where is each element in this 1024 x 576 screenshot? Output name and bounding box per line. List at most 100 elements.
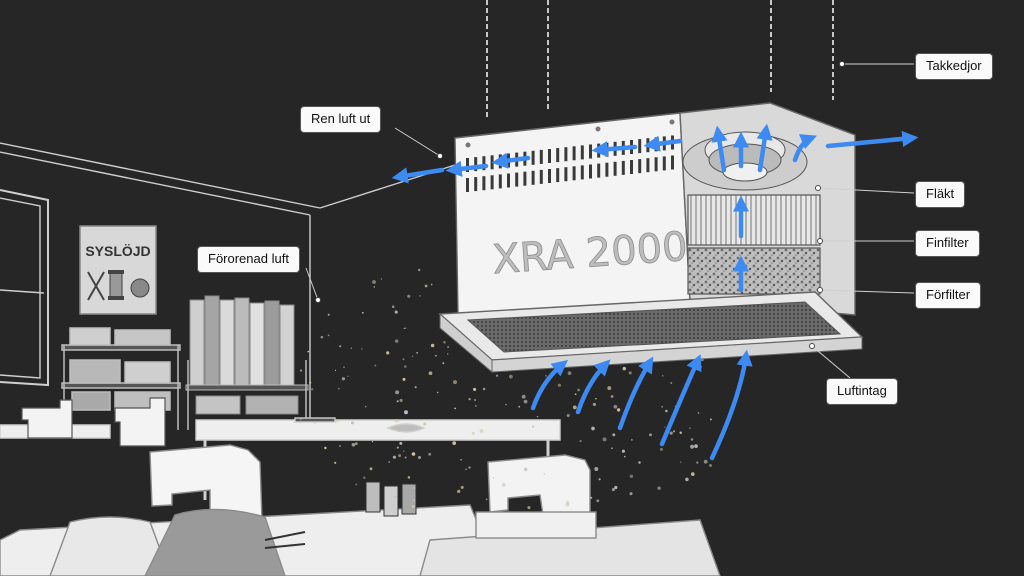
particle: [680, 461, 682, 463]
particle: [669, 431, 673, 435]
particle: [709, 418, 712, 421]
scissors-icon: [87, 271, 105, 301]
vent-slot: [613, 161, 617, 176]
particle: [412, 499, 416, 502]
vent-slot: [597, 163, 601, 178]
particle: [690, 444, 695, 449]
particle: [414, 386, 417, 389]
particle: [436, 391, 439, 394]
particle: [566, 500, 570, 504]
label-polluted-air: Förorenad luft: [197, 246, 300, 273]
particle: [699, 365, 702, 369]
particle: [703, 459, 708, 464]
particle: [423, 509, 425, 511]
particle: [402, 377, 406, 381]
particle: [435, 354, 437, 357]
back-sewing-machines: [21, 397, 166, 447]
particle: [388, 461, 390, 463]
vent-slot: [507, 173, 510, 188]
particle: [574, 393, 577, 396]
particle: [685, 477, 689, 482]
particle: [363, 476, 366, 479]
particle: [479, 428, 484, 433]
particle: [621, 449, 625, 453]
thread-spool-icon: [108, 270, 124, 300]
vent-slot: [654, 157, 658, 172]
particle: [395, 390, 400, 395]
particle: [697, 412, 700, 414]
particle: [391, 305, 395, 309]
particle: [320, 335, 324, 339]
vent-slot: [564, 167, 568, 182]
particle: [361, 348, 363, 350]
leader-lines: [305, 63, 915, 379]
particle: [310, 388, 314, 391]
particle: [347, 375, 349, 377]
particle: [689, 427, 691, 429]
syslojd-sign: SYSLÖJD: [79, 225, 157, 315]
vent-slot: [490, 155, 494, 170]
particle: [592, 402, 596, 406]
particle: [396, 446, 399, 449]
vent-slot: [548, 149, 551, 163]
vent-slot: [638, 139, 642, 154]
vent-slot: [548, 169, 551, 183]
particle: [565, 502, 570, 507]
vent-slot: [630, 160, 633, 174]
particle: [594, 467, 599, 471]
particle: [411, 504, 415, 509]
particle: [696, 461, 699, 464]
particle: [638, 461, 641, 464]
particle: [335, 419, 340, 423]
particle: [419, 295, 421, 297]
particle: [629, 474, 634, 479]
vent-slot: [498, 174, 502, 189]
fabric-rolls: [185, 295, 309, 430]
particle: [394, 495, 397, 498]
particle: [694, 444, 698, 448]
airflow-arrows: [391, 123, 919, 461]
particle: [612, 433, 616, 437]
particle: [523, 467, 528, 472]
particle: [404, 410, 408, 415]
particle: [457, 489, 461, 494]
particle: [567, 371, 572, 375]
sign-text: SYSLÖJD: [85, 243, 150, 259]
particle: [442, 362, 445, 365]
particle: [473, 387, 477, 391]
particle: [690, 438, 694, 441]
particle: [659, 447, 663, 451]
vent-slot: [589, 164, 592, 179]
particle: [351, 443, 356, 447]
particle: [417, 455, 422, 460]
particle: [386, 351, 390, 355]
particle: [595, 397, 597, 400]
vent-slot: [539, 149, 543, 164]
label-ceiling-chains: Takkedjor: [915, 53, 993, 80]
particle: [501, 482, 506, 487]
pre-filter-component: [687, 247, 821, 295]
particle: [354, 442, 358, 446]
particle: [371, 440, 374, 443]
particle: [572, 405, 577, 410]
vent-slot: [671, 155, 674, 170]
particle: [607, 386, 612, 391]
particle: [404, 327, 407, 330]
vent-slot: [662, 156, 666, 171]
particle: [394, 310, 398, 314]
particle: [536, 415, 539, 418]
particle: [334, 461, 337, 464]
scissors-on-table-icon: [264, 531, 306, 549]
particle: [657, 486, 661, 490]
particle: [423, 422, 427, 426]
particle: [465, 468, 467, 471]
particle: [309, 381, 312, 384]
particle: [402, 450, 405, 452]
particle: [397, 430, 400, 433]
particle: [518, 405, 521, 408]
vent-slot: [474, 177, 478, 192]
particle: [392, 505, 396, 508]
particle: [404, 456, 407, 459]
particle: [443, 340, 446, 344]
